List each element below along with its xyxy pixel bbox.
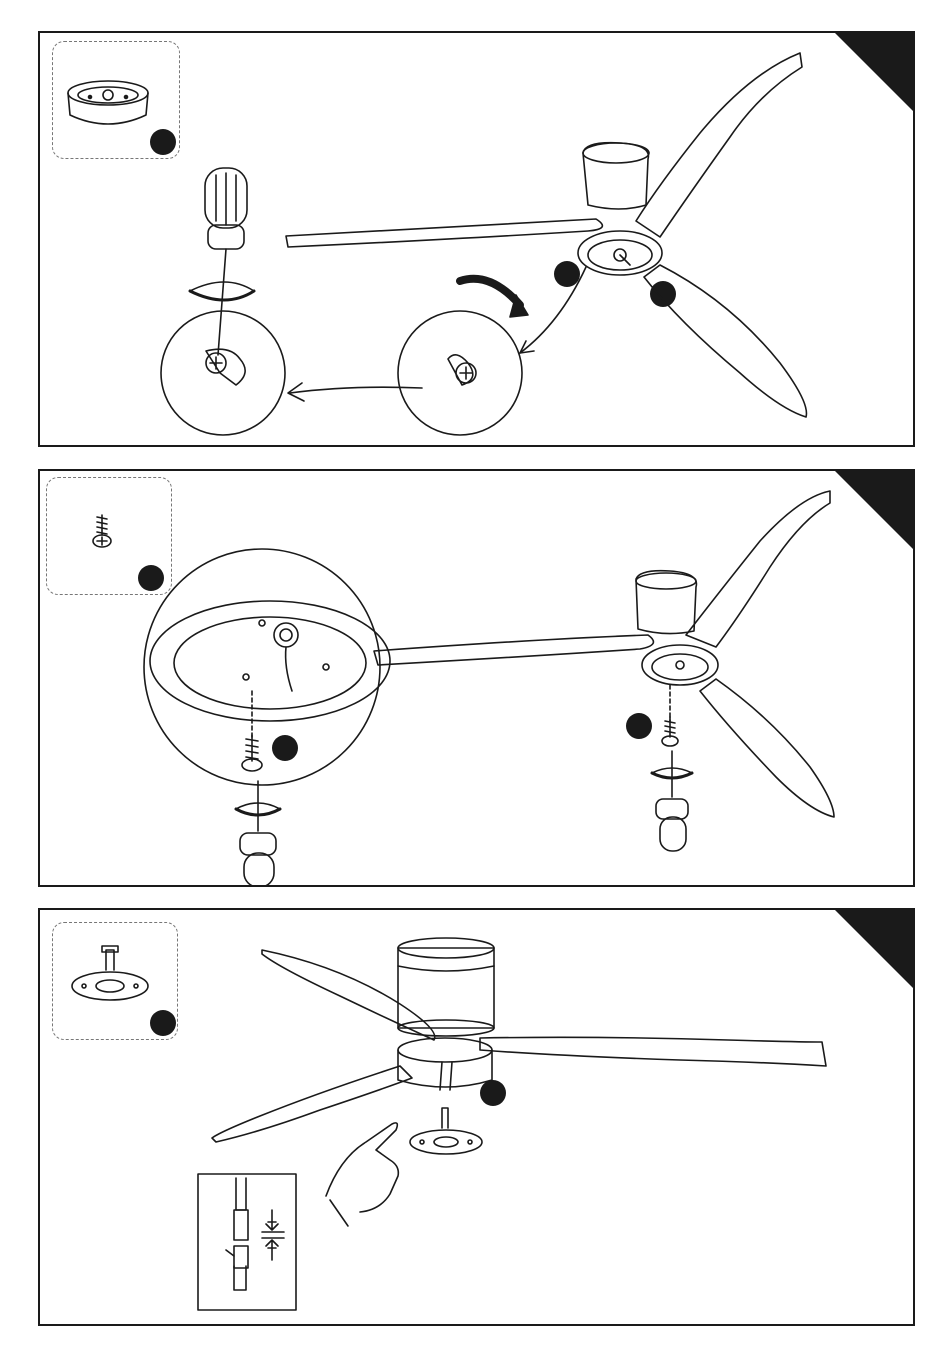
screw-icon bbox=[662, 717, 678, 746]
detail-circle-left bbox=[161, 311, 285, 435]
canopy-cover-icon bbox=[68, 81, 148, 124]
detail-circle-right bbox=[398, 311, 522, 435]
hand-pointing-icon bbox=[326, 1123, 398, 1226]
instruction-panel-3 bbox=[38, 908, 915, 1326]
instruction-panel-2 bbox=[38, 469, 915, 887]
instruction-panel-1 bbox=[38, 31, 915, 447]
connector-icon bbox=[198, 1174, 296, 1310]
light-kit-plate-icon bbox=[410, 1108, 482, 1154]
screwdriver-icon bbox=[205, 168, 247, 355]
panel-1-illustration bbox=[40, 33, 915, 447]
fan-housing bbox=[578, 143, 662, 275]
panel-2-illustration bbox=[40, 471, 915, 887]
panel-3-illustration bbox=[40, 910, 915, 1326]
screwdriver-icon bbox=[656, 751, 688, 851]
detail-circle-large bbox=[144, 549, 390, 785]
light-kit-plate-icon bbox=[72, 946, 148, 1000]
curved-arrow-icon bbox=[288, 267, 586, 401]
screw-icon bbox=[242, 735, 262, 771]
fan-blades bbox=[286, 53, 806, 417]
fan-blades bbox=[374, 491, 834, 817]
screw-icon bbox=[93, 515, 111, 547]
screwdriver-icon bbox=[240, 781, 276, 887]
fan-blades bbox=[212, 950, 826, 1142]
fan-housing bbox=[398, 938, 494, 1090]
